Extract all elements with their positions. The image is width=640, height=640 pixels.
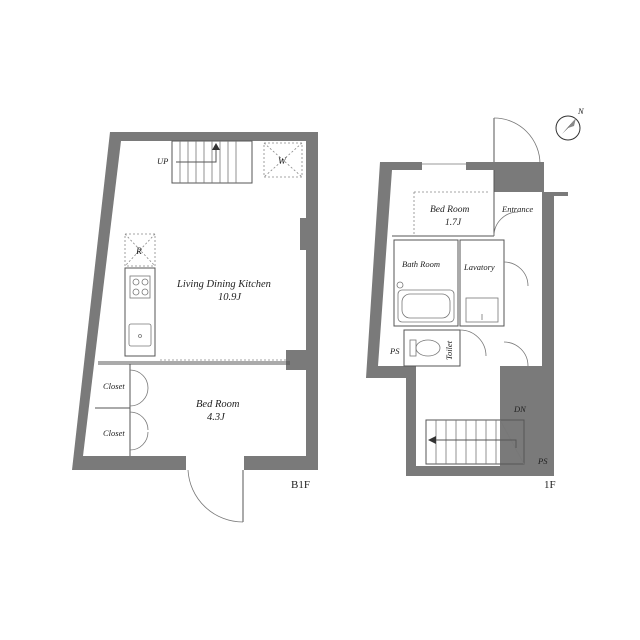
hall-door <box>503 341 529 367</box>
b1f-stairs-label: UP <box>157 156 168 166</box>
b1f-column-2 <box>286 350 306 370</box>
entrance-label: Entrance <box>501 204 533 214</box>
b1f-door <box>186 456 244 523</box>
bathroom-label: Bath Room <box>402 259 440 269</box>
washer-label: W <box>278 157 287 167</box>
b1f-stairs <box>171 140 253 184</box>
ldk-size: 10.9J <box>218 292 242 303</box>
f1-bedroom-name: Bed Room <box>430 205 469 215</box>
closet-label-2: Closet <box>103 428 125 438</box>
lavatory-label: Lavatory <box>463 262 495 272</box>
closets <box>95 364 149 456</box>
f1-stairs <box>425 419 554 465</box>
washer-space <box>263 142 303 178</box>
b1f-interior <box>83 141 306 456</box>
ps-label-1: PS <box>389 346 400 356</box>
north-compass: N <box>555 106 585 141</box>
north-icon: N <box>577 106 585 116</box>
b1f-bedroom-name: Bed Room <box>196 399 240 410</box>
f1-stairs-label: DN <box>513 404 527 414</box>
f1-bedroom <box>392 160 519 237</box>
f1-plan: Bed Room 1.7J Entrance Bath Room Lavator… <box>366 117 568 491</box>
f1-bedroom-size: 1.7J <box>445 218 462 228</box>
lavatory <box>459 239 529 327</box>
b1f-floor-label: B1F <box>291 479 310 491</box>
kitchen-counter <box>124 267 156 357</box>
toilet-label: Toilet <box>444 340 454 360</box>
bathroom <box>393 239 459 327</box>
b1f-plan: UP W R Living Dining Kitchen 10.9J <box>72 132 318 523</box>
b1f-bedroom-size: 4.3J <box>207 412 226 423</box>
ldk-name: Living Dining Kitchen <box>176 279 271 290</box>
entrance-door <box>493 117 541 165</box>
closet-label-1: Closet <box>103 381 125 391</box>
fridge-label: R <box>135 247 142 257</box>
f1-floor-label: 1F <box>544 479 556 491</box>
toilet <box>403 329 487 367</box>
ps-label-2: PS <box>537 456 548 466</box>
fridge-space <box>124 233 156 267</box>
b1f-column <box>300 218 318 250</box>
